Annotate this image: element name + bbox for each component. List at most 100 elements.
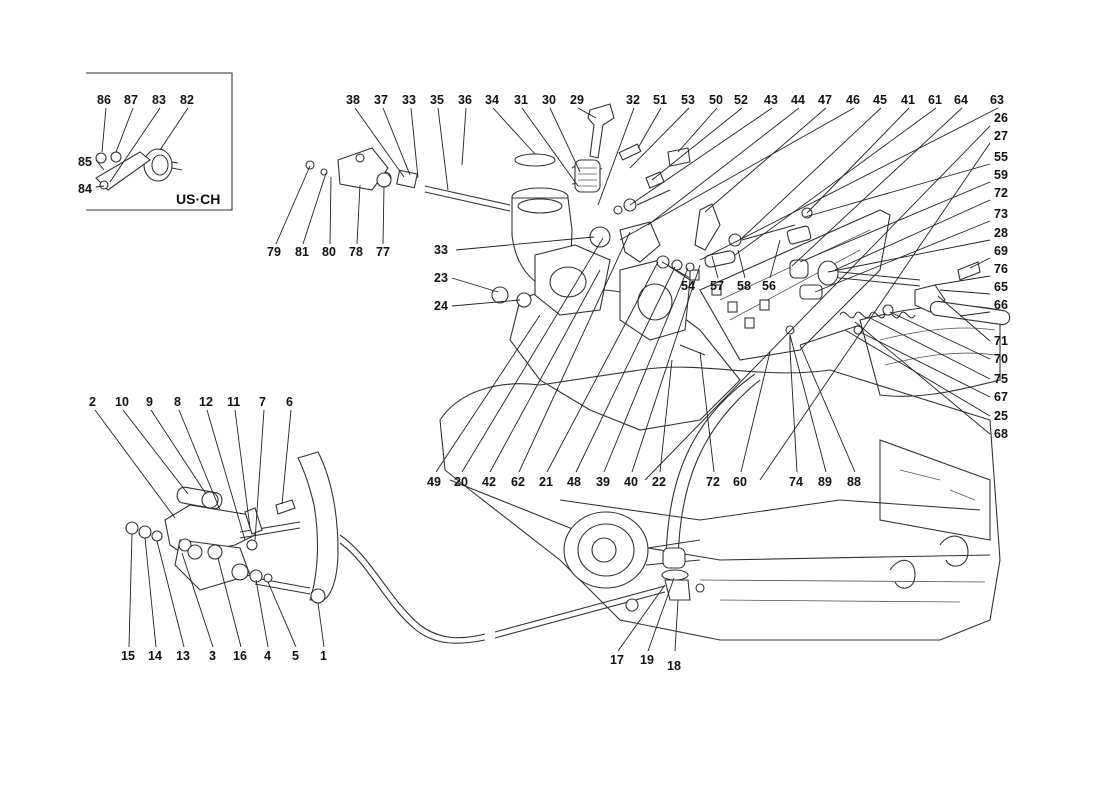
- part-number-15: 15: [121, 649, 135, 663]
- part-number-29: 29: [570, 93, 584, 107]
- part-number-24: 24: [434, 299, 448, 313]
- part-number-85: 85: [78, 155, 92, 169]
- part-number-80: 80: [322, 245, 336, 259]
- part-number-58: 58: [737, 279, 751, 293]
- part-number-36: 36: [458, 93, 472, 107]
- part-number-63: 63: [990, 93, 1004, 107]
- part-labels: 86 87 83 82 85 84 38 37 33 35 36 34 31 3…: [78, 93, 1008, 673]
- part-number-9: 9: [146, 395, 153, 409]
- part-number-87: 87: [124, 93, 138, 107]
- part-number-30: 30: [542, 93, 556, 107]
- part-number-62: 62: [511, 475, 525, 489]
- part-number-55: 55: [994, 150, 1008, 164]
- part-number-54: 54: [681, 279, 695, 293]
- part-number-25: 25: [994, 409, 1008, 423]
- part-number-38: 38: [346, 93, 360, 107]
- part-number-42: 42: [482, 475, 496, 489]
- part-number-78: 78: [349, 245, 363, 259]
- part-number-75: 75: [994, 372, 1008, 386]
- part-number-43: 43: [764, 93, 778, 107]
- part-number-26: 26: [994, 111, 1008, 125]
- throttle-body-drawing: [305, 103, 1011, 356]
- part-number-31: 31: [514, 93, 528, 107]
- part-number-69: 69: [994, 244, 1008, 258]
- part-number-56: 56: [762, 279, 776, 293]
- part-number-66: 66: [994, 298, 1008, 312]
- part-number-88: 88: [847, 475, 861, 489]
- part-number-71: 71: [994, 334, 1008, 348]
- part-number-53: 53: [681, 93, 695, 107]
- part-number-11: 11: [227, 395, 240, 409]
- vacuum-capsule-drawing: [95, 148, 183, 191]
- part-number-44: 44: [791, 93, 805, 107]
- part-number-86: 86: [97, 93, 111, 107]
- part-number-12: 12: [199, 395, 213, 409]
- part-number-48: 48: [567, 475, 581, 489]
- part-number-28: 28: [994, 226, 1008, 240]
- part-number-72-right: 72: [994, 186, 1008, 200]
- part-number-19: 19: [640, 653, 654, 667]
- part-number-22: 22: [652, 475, 666, 489]
- part-number-81: 81: [295, 245, 309, 259]
- part-number-5: 5: [292, 649, 299, 663]
- part-number-18: 18: [667, 659, 681, 673]
- part-number-16: 16: [233, 649, 247, 663]
- part-number-14: 14: [148, 649, 162, 663]
- part-number-82: 82: [180, 93, 194, 107]
- part-number-59: 59: [994, 168, 1008, 182]
- part-number-79: 79: [267, 245, 281, 259]
- part-number-33-mid: 33: [434, 243, 448, 257]
- part-number-13: 13: [176, 649, 190, 663]
- part-number-40: 40: [624, 475, 638, 489]
- part-number-77: 77: [376, 245, 390, 259]
- part-number-68: 68: [994, 427, 1008, 441]
- engine-block-drawing: [439, 209, 1001, 641]
- part-number-65: 65: [994, 280, 1008, 294]
- part-number-39: 39: [596, 475, 610, 489]
- part-number-4: 4: [264, 649, 271, 663]
- part-number-74: 74: [789, 475, 803, 489]
- part-number-83: 83: [152, 93, 166, 107]
- part-number-61: 61: [928, 93, 942, 107]
- part-number-70: 70: [994, 352, 1008, 366]
- part-number-50: 50: [709, 93, 723, 107]
- part-number-17: 17: [610, 653, 624, 667]
- part-number-6: 6: [286, 395, 293, 409]
- part-number-52: 52: [734, 93, 748, 107]
- part-number-72-bottom: 72: [706, 475, 720, 489]
- inset-title: US·CH: [176, 191, 220, 207]
- part-number-23: 23: [434, 271, 448, 285]
- part-number-27: 27: [994, 129, 1008, 143]
- part-number-10: 10: [115, 395, 129, 409]
- part-number-45: 45: [873, 93, 887, 107]
- part-number-33-top: 33: [402, 93, 416, 107]
- leader-lines: [94, 107, 999, 652]
- part-number-47: 47: [818, 93, 832, 107]
- part-number-57: 57: [710, 279, 724, 293]
- part-number-51: 51: [653, 93, 667, 107]
- part-number-46: 46: [846, 93, 860, 107]
- part-number-20: 20: [454, 475, 468, 489]
- part-number-89: 89: [818, 475, 832, 489]
- part-number-35: 35: [430, 93, 444, 107]
- part-number-67: 67: [994, 390, 1008, 404]
- part-number-1: 1: [320, 649, 327, 663]
- part-number-60: 60: [733, 475, 747, 489]
- part-number-32: 32: [626, 93, 640, 107]
- part-number-34: 34: [485, 93, 499, 107]
- part-number-7: 7: [259, 395, 266, 409]
- part-number-76: 76: [994, 262, 1008, 276]
- part-number-8: 8: [174, 395, 181, 409]
- part-number-37: 37: [374, 93, 388, 107]
- throttle-cable-drawing: [339, 373, 761, 644]
- part-number-21: 21: [539, 475, 553, 489]
- part-number-2: 2: [89, 395, 96, 409]
- part-number-3: 3: [209, 649, 216, 663]
- part-number-49: 49: [427, 475, 441, 489]
- part-number-73: 73: [994, 207, 1008, 221]
- part-number-84: 84: [78, 182, 92, 196]
- part-number-41: 41: [901, 93, 915, 107]
- pedal-assembly-drawing: [125, 451, 339, 604]
- part-number-64: 64: [954, 93, 968, 107]
